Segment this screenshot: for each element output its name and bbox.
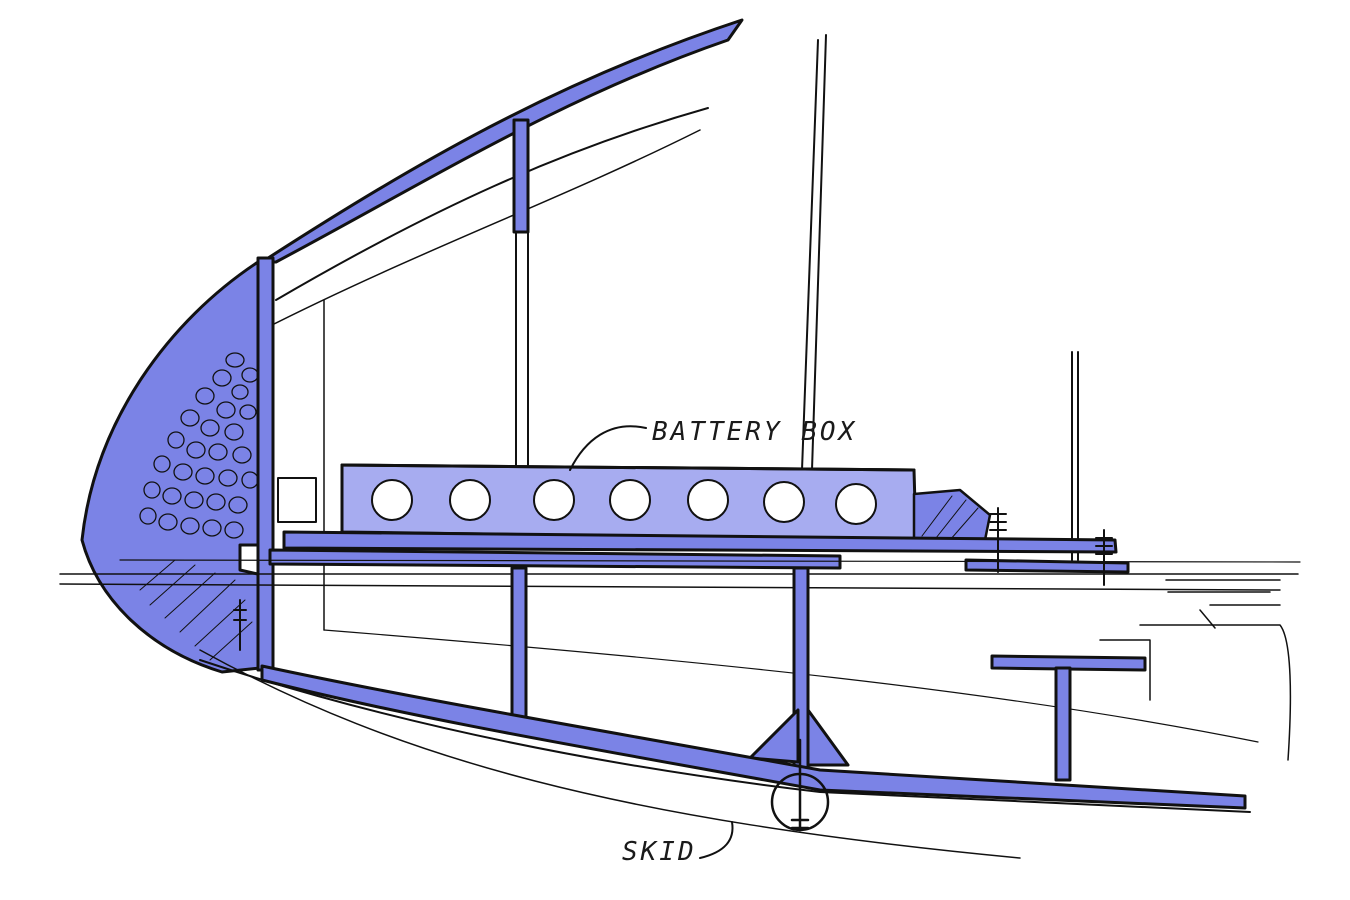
upper-frame-post-line bbox=[515, 231, 529, 466]
hull-skin-lower bbox=[199, 649, 1021, 859]
battery-cell bbox=[533, 479, 575, 521]
battery-cell bbox=[763, 481, 805, 523]
upper-frame-post bbox=[512, 118, 530, 234]
mast-line-b bbox=[811, 34, 827, 471]
battery-cell bbox=[609, 479, 651, 521]
upper-shell-fill bbox=[260, 18, 744, 264]
battery-cell bbox=[371, 479, 413, 521]
lower-frame-post-1 bbox=[510, 566, 528, 724]
waterline-b bbox=[59, 583, 1281, 591]
battery-box-end-block bbox=[912, 488, 992, 544]
hull-bottom-fill bbox=[260, 664, 1247, 810]
battery-box-top-edge bbox=[340, 463, 916, 472]
bow-nose-fill bbox=[80, 260, 264, 674]
small-cabinet bbox=[277, 477, 317, 523]
battery-cell bbox=[835, 483, 877, 525]
nose-cell-infill bbox=[139, 352, 259, 539]
skid-leader bbox=[699, 821, 734, 859]
battery-cells bbox=[371, 479, 877, 525]
aft-shelf bbox=[990, 654, 1147, 672]
reference-line-lower bbox=[323, 629, 1259, 743]
aft-fitting bbox=[1099, 579, 1292, 761]
aft-shelf-post bbox=[1054, 666, 1072, 782]
upper-shell-inner-line bbox=[275, 107, 709, 301]
forward-bulkhead bbox=[256, 256, 275, 672]
bolt-fasteners bbox=[233, 507, 1113, 651]
battery-box-leader bbox=[569, 425, 647, 471]
battery-box-label: BATTERY BOX bbox=[652, 417, 857, 447]
skid-bolt bbox=[790, 738, 810, 832]
hull-outer-keel bbox=[199, 659, 1251, 813]
deck-beam bbox=[268, 548, 842, 570]
deck-platform bbox=[282, 530, 1118, 554]
battery-cell bbox=[687, 479, 729, 521]
skid-label: SKID bbox=[622, 837, 697, 867]
mast-line-a bbox=[801, 39, 819, 471]
frame-gusset bbox=[748, 708, 850, 767]
battery-end-hatch bbox=[921, 495, 979, 541]
battery-cell bbox=[449, 479, 491, 521]
upper-shell-inner-line-2 bbox=[261, 129, 701, 331]
